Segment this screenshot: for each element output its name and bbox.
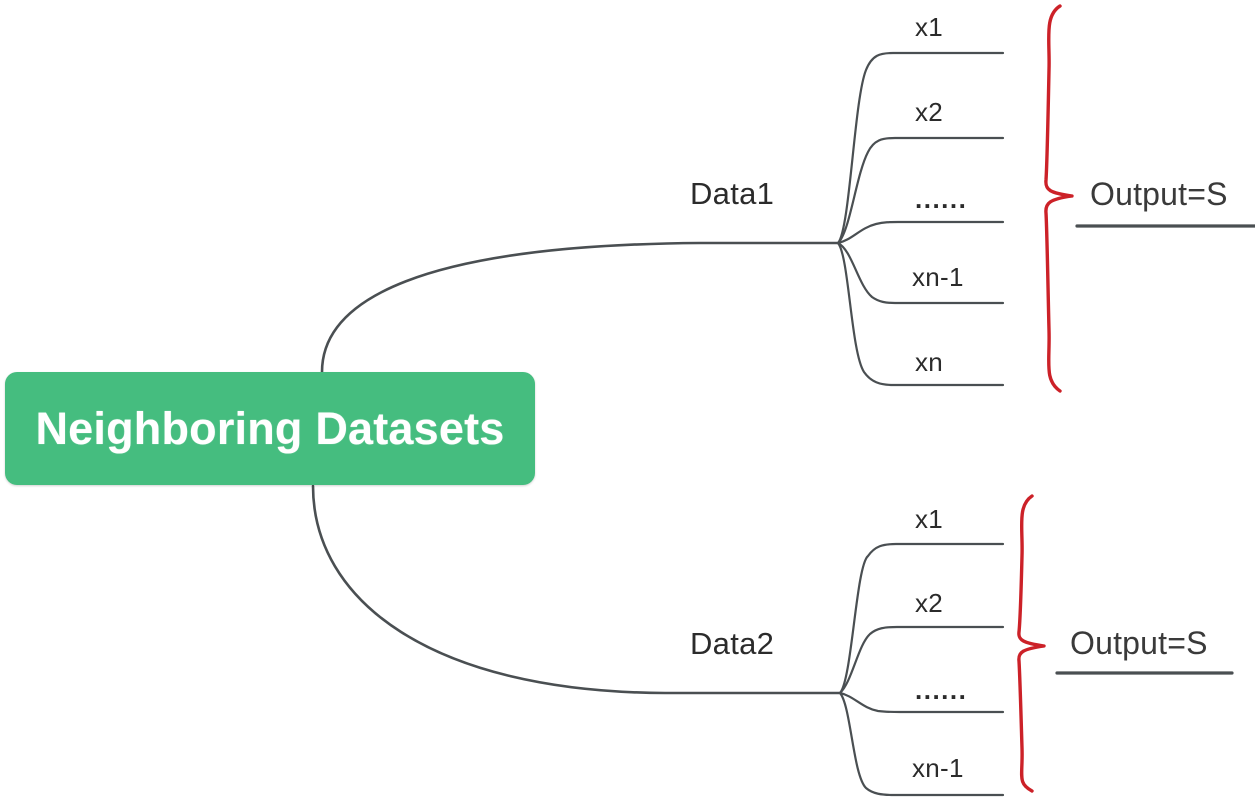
leaf-curve-bottom-xn1	[838, 691, 1005, 797]
leaf-label-top-x1: x1	[915, 12, 944, 42]
leaf-label-bottom-ellipsis: ......	[915, 675, 968, 705]
leaf-curve-bottom-x2	[838, 625, 1005, 695]
brace-top	[1044, 4, 1074, 393]
leaf-label-top-xn: xn	[915, 347, 944, 377]
branch-title-data1: Data1	[690, 176, 775, 211]
leaf-label-bottom-x2: x2	[915, 588, 944, 618]
root-node[interactable]: Neighboring Datasets	[5, 372, 535, 485]
output-label-top: Output=S	[1090, 176, 1228, 212]
leaf-label-top-xn-1: xn-1	[912, 262, 964, 292]
output-label-bottom: Output=S	[1070, 625, 1208, 661]
leaf-curve-bottom-dots	[838, 691, 1005, 714]
leaf-label-bottom-xn-1: xn-1	[912, 753, 964, 783]
leaf-curve-top-x2	[836, 136, 1005, 245]
branch-title-data2: Data2	[690, 626, 775, 661]
leaf-label-top-ellipsis: ......	[915, 184, 968, 214]
leaf-curve-top-xn1	[836, 241, 1005, 305]
root-node-label: Neighboring Datasets	[35, 403, 505, 454]
trunk-line-data2	[311, 484, 842, 695]
leaf-curve-bottom-x1	[838, 542, 1005, 695]
leaf-label-top-x2: x2	[915, 97, 944, 127]
leaf-curve-top-dots	[836, 220, 1005, 245]
brace-bottom	[1017, 494, 1046, 793]
trunk-line-data1	[320, 241, 840, 374]
leaf-label-bottom-x1: x1	[915, 504, 944, 534]
leaf-curve-top-x1	[836, 51, 1005, 245]
leaf-curve-top-xn	[836, 241, 1005, 387]
